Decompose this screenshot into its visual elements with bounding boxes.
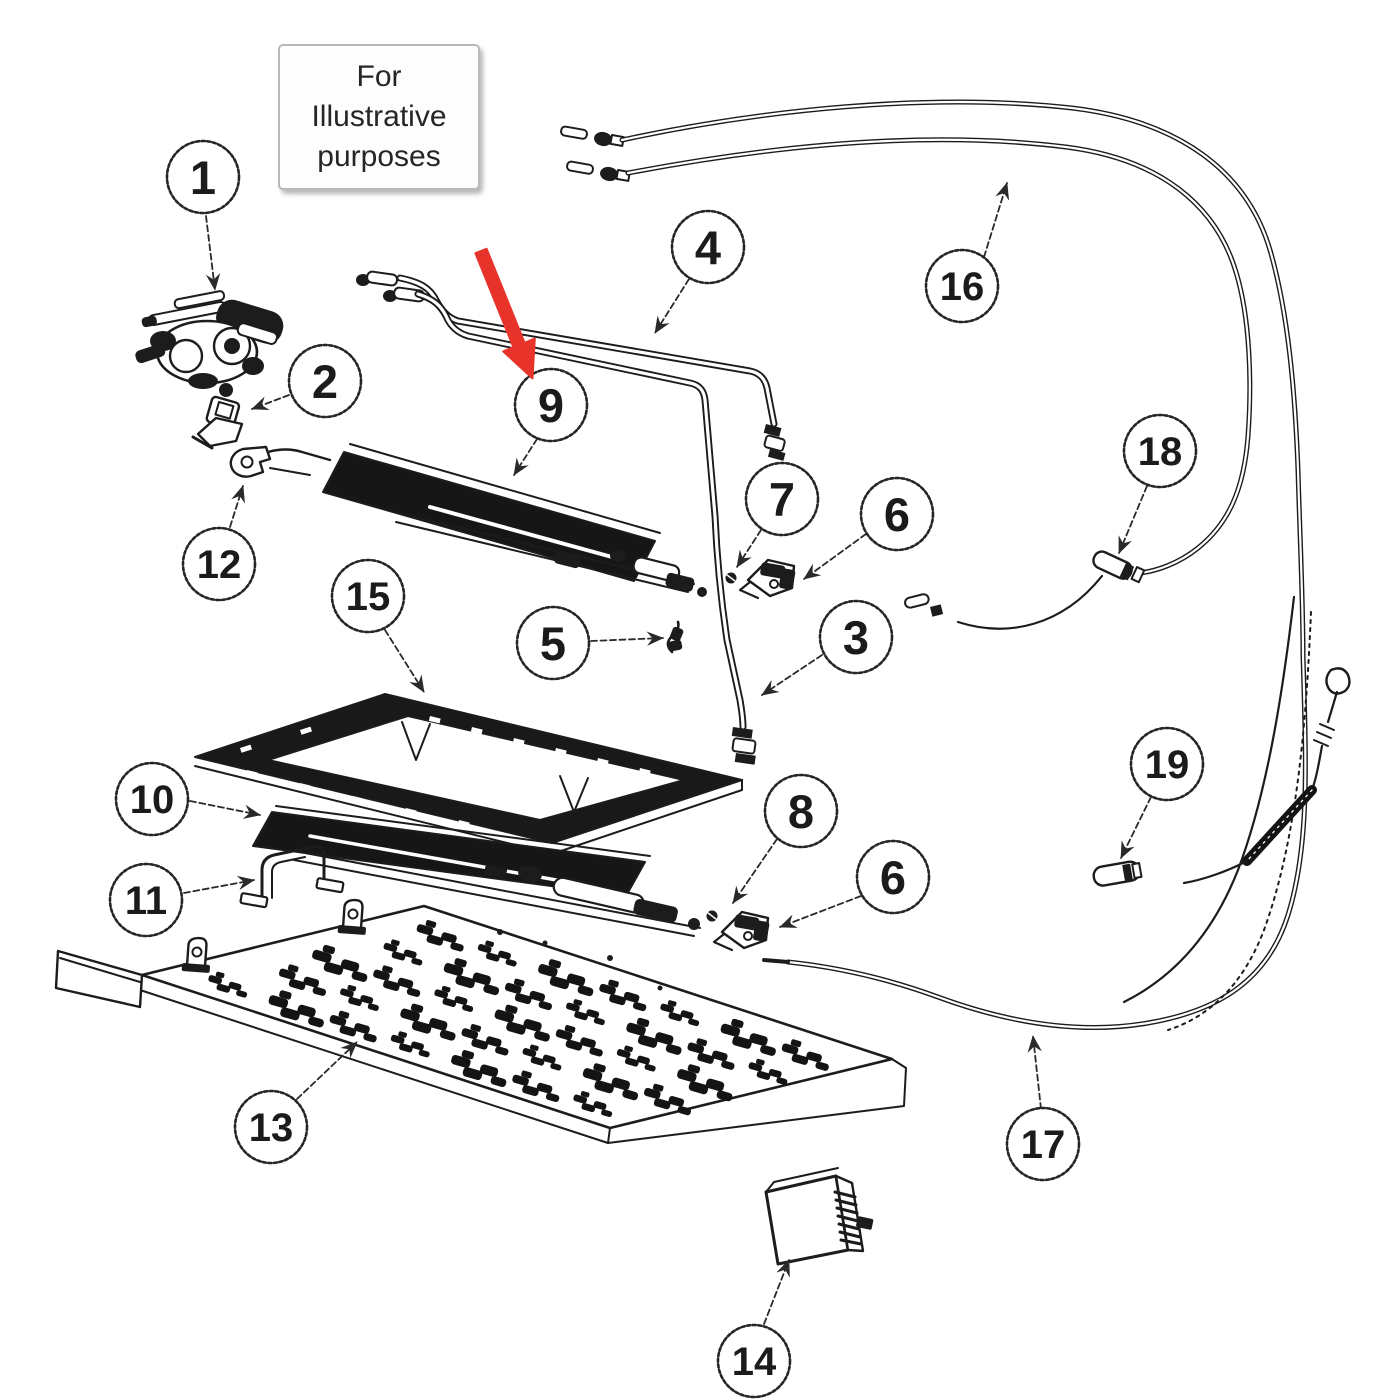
callout-3-number: 3 (843, 611, 869, 664)
callout-16-number: 16 (940, 265, 985, 309)
note-line-1: For (356, 60, 402, 94)
note-line-3: purposes (317, 139, 441, 173)
callout-2: 2 (251, 343, 363, 419)
part-10-sunshade-panel (252, 805, 701, 937)
callout-13-number: 13 (249, 1106, 294, 1150)
callout-12-number: 12 (197, 543, 242, 587)
part-6-clip-rear (712, 910, 771, 952)
red-pointer-arrow (474, 247, 536, 380)
callout-14: 14 (716, 1259, 792, 1399)
part-3-drain-tube-rear (414, 290, 757, 765)
part-17-cable-curves (1122, 595, 1312, 1031)
callout-17: 17 (1005, 1035, 1081, 1182)
callout-11-number: 11 (125, 879, 167, 923)
part-6-clip-front (738, 558, 797, 600)
illustrative-note: For Illustrative purposes (278, 44, 480, 190)
callout-11: 11 (108, 862, 255, 938)
part-11-bracket (239, 845, 345, 909)
callout-17-number: 17 (1021, 1123, 1066, 1167)
callout-1: 1 (165, 139, 241, 291)
callout-18: 18 (1118, 413, 1198, 554)
callout-4: 4 (654, 209, 746, 334)
callout-7: 7 (736, 461, 820, 568)
callout-6b: 6 (779, 839, 931, 928)
callout-8: 8 (732, 773, 839, 904)
callout-6a: 6 (803, 476, 935, 580)
callout-2-number: 2 (312, 355, 338, 408)
part-19-cable-end (1092, 667, 1351, 887)
callout-14-number: 14 (732, 1340, 777, 1384)
note-line-2: Illustrative (311, 100, 447, 134)
callout-12: 12 (181, 485, 257, 602)
part-18-cable-end (904, 550, 1146, 630)
part-13-headliner-panel (54, 898, 907, 1144)
callout-6a-number: 6 (884, 488, 910, 541)
part-2-bracket (191, 395, 244, 450)
part-9-sunshade-panel (322, 443, 707, 597)
callout-6b-number: 6 (880, 851, 906, 904)
callout-10: 10 (114, 761, 261, 837)
part-14-control-module (764, 1167, 874, 1266)
callout-3: 3 (761, 599, 894, 696)
callout-16: 16 (924, 182, 1010, 324)
callout-19-number: 19 (1145, 743, 1190, 787)
callout-8-number: 8 (788, 785, 814, 838)
part-7-screw (725, 572, 737, 584)
callout-15: 15 (330, 558, 425, 693)
part-1-motor-assembly (135, 290, 284, 397)
callout-9-number: 9 (538, 379, 564, 432)
part-8-screw (706, 910, 718, 922)
part-5-clip (666, 620, 684, 654)
callout-7-number: 7 (769, 473, 795, 526)
callout-5-number: 5 (540, 617, 566, 670)
part-16-cables (560, 99, 1308, 1031)
callout-5: 5 (515, 605, 664, 681)
callout-4-number: 4 (695, 221, 721, 274)
callout-13: 13 (233, 1041, 358, 1165)
callout-10-number: 10 (130, 778, 175, 822)
callout-9: 9 (513, 367, 589, 476)
callout-1-number: 1 (190, 151, 216, 204)
callout-19: 19 (1120, 726, 1205, 859)
part-15-frame (194, 693, 743, 855)
callout-18-number: 18 (1138, 430, 1183, 474)
callout-15-number: 15 (346, 575, 391, 619)
part-12-hook-clamp (229, 445, 332, 478)
